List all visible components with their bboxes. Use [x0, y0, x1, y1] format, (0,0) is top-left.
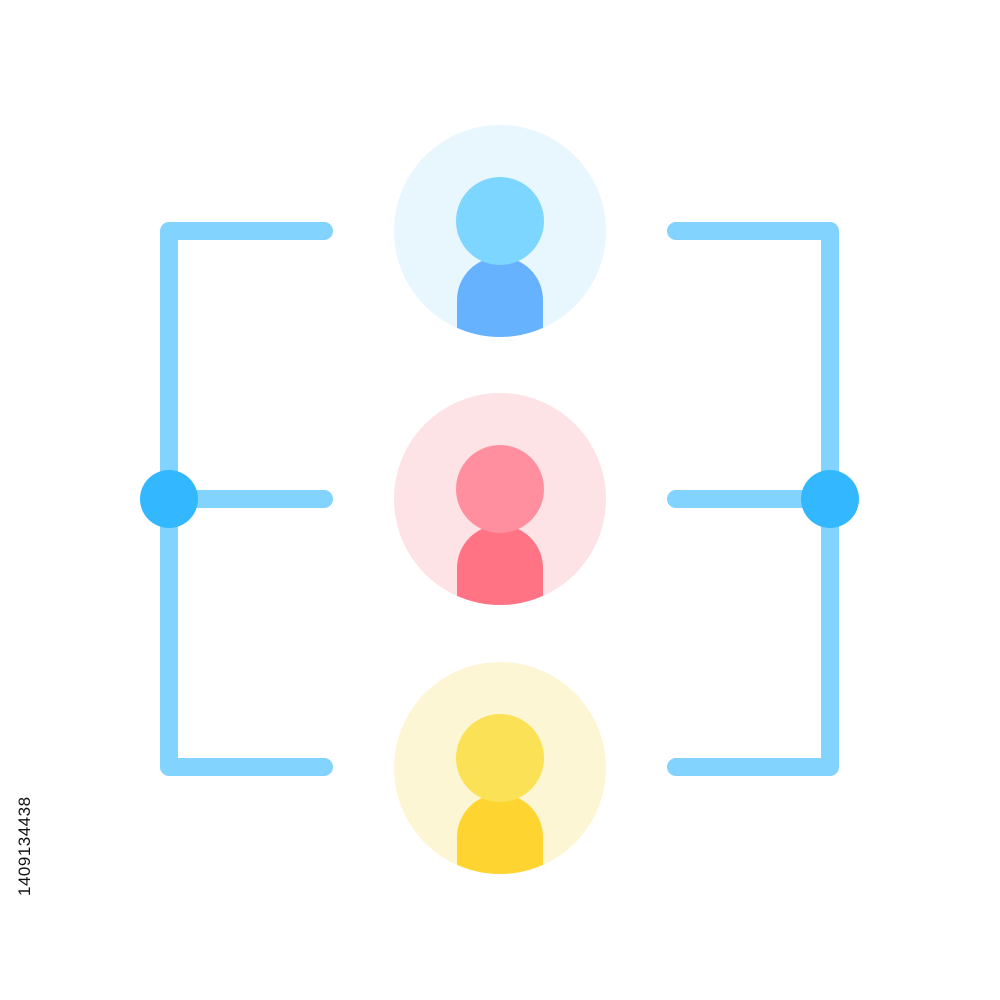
bottom-person-avatar-icon: [394, 662, 606, 874]
right-bracket-connector-icon: [667, 222, 859, 776]
bottom-person-head: [456, 714, 544, 802]
top-person-head: [456, 177, 544, 265]
left-junction-node: [140, 470, 198, 528]
top-person-body: [457, 257, 543, 337]
top-person-avatar-icon: [394, 125, 606, 337]
left-bracket-connector-icon: [140, 222, 333, 776]
middle-person-avatar-icon: [394, 393, 606, 605]
middle-person-head: [456, 445, 544, 533]
middle-person-body: [457, 525, 543, 605]
right-junction-node: [801, 470, 859, 528]
bottom-person-body: [457, 794, 543, 874]
